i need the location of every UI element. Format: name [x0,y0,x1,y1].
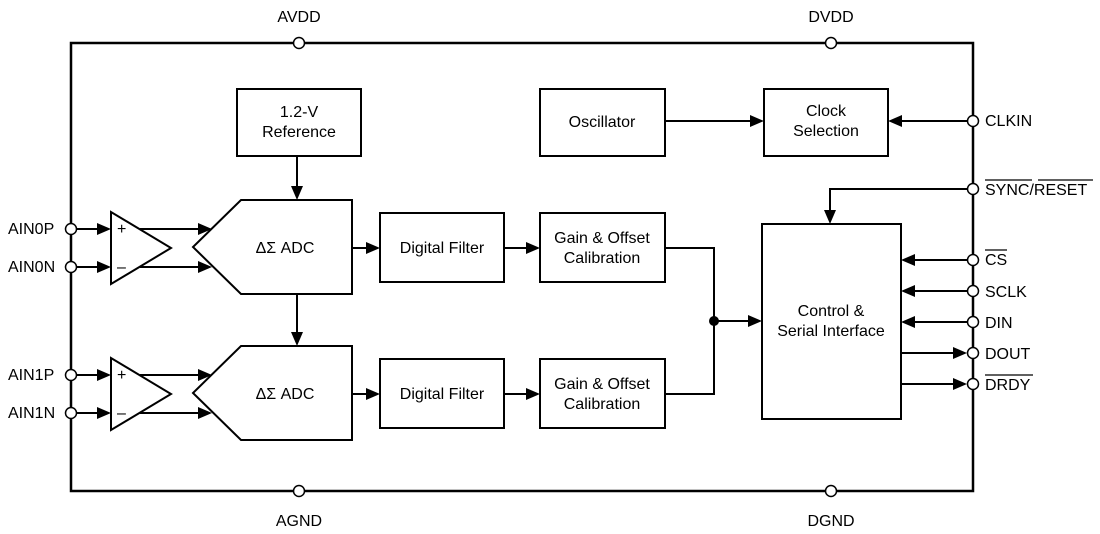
din-pin [966,315,980,329]
reset-text: RESET [1034,182,1088,199]
arrow-ain0n [97,261,111,273]
dgnd-pin [824,484,838,498]
arrowheads [97,115,967,419]
oscillator-block [539,88,666,157]
arrow-sclk [901,285,915,297]
arrow-din [901,316,915,328]
digital-filter-label-1: Digital Filter [400,240,485,257]
wire-sync-reset [829,188,967,212]
sync-reset-pin [966,182,980,196]
amplifier-1-plus: + [117,221,126,238]
arrow-adc1-p [198,223,212,235]
dvdd-pin [824,36,838,50]
reference-label-2: Reference [262,124,336,141]
arrow-drdy [953,378,967,390]
wire-cal1-junction [665,247,715,395]
calibration-label-1a: Gain & Offset [554,230,650,247]
arrow-filter2 [366,388,380,400]
arrow-adc1-n [198,261,212,273]
reference-block [236,88,362,157]
arrow-control-in [748,315,762,327]
calibration-label-2a: Gain & Offset [554,376,650,393]
cs-pin [966,253,980,267]
amplifier-2-plus: + [117,367,126,384]
ain1p-label: AIN1P [8,367,54,384]
arrow-clock-from-clkin [888,115,902,127]
arrow-clock-from-osc [750,115,764,127]
cs-label: CS [985,252,1007,269]
sclk-pin [966,284,980,298]
sync-reset-label: SYNC/RESET [985,182,1087,199]
ain1n-pin [64,406,78,420]
calibration-label-2b: Calibration [564,396,640,413]
dvdd-label: DVDD [808,9,853,26]
digital-filter-block-1 [379,212,505,283]
ain0n-label: AIN0N [8,259,55,276]
calibration-block-2 [539,358,666,429]
reference-label-1: 1.2-V [280,104,319,121]
arrow-adc2-n [198,407,212,419]
dgnd-label: DGND [807,513,854,530]
sclk-label: SCLK [985,284,1027,301]
dout-label: DOUT [985,346,1031,363]
ain1p-pin [64,368,78,382]
arrow-adc1-adc2 [291,332,303,346]
clock-selection-label-2: Selection [793,123,859,140]
agnd-label: AGND [276,513,322,530]
arrow-ain1p [97,369,111,381]
amplifier-2-minus: – [117,405,126,422]
dout-pin [966,346,980,360]
sync-reset-slash: / [1029,182,1034,199]
calibration-label-1b: Calibration [564,250,640,267]
control-interface-label-2: Serial Interface [777,323,885,340]
sync-text: SYNC [985,182,1029,199]
adc-label-2: ΔΣ ADC [256,386,315,403]
agnd-pin [292,484,306,498]
arrow-filter1 [366,242,380,254]
ain0p-label: AIN0P [8,221,54,238]
ain1n-label: AIN1N [8,405,55,422]
arrow-dout [953,347,967,359]
avdd-pin [292,36,306,50]
control-interface-label-1: Control & [798,303,865,320]
arrow-adc2-p [198,369,212,381]
ain0p-pin [64,222,78,236]
amplifier-1-minus: – [117,259,126,276]
arrow-cal2 [526,388,540,400]
clock-selection-block [763,88,889,157]
adc-block-2 [191,345,353,441]
calibration-block-1 [539,212,666,283]
clock-selection-label-1: Clock [806,103,847,120]
oscillator-label: Oscillator [569,114,636,131]
arrow-cal1 [526,242,540,254]
arrow-ain1n [97,407,111,419]
avdd-label: AVDD [277,9,320,26]
din-label: DIN [985,315,1013,332]
adc-label-1: ΔΣ ADC [256,240,315,257]
arrow-ain0p [97,223,111,235]
ain0n-pin [64,260,78,274]
arrow-cs [901,254,915,266]
digital-filter-label-2: Digital Filter [400,386,485,403]
arrow-ref-adc1 [291,186,303,200]
drdy-label: DRDY [985,377,1031,394]
clkin-label: CLKIN [985,113,1032,130]
arrow-sync-reset [824,210,836,224]
drdy-pin [966,377,980,391]
clkin-pin [966,114,980,128]
junction-dot [709,316,719,326]
control-interface-block [761,223,902,420]
